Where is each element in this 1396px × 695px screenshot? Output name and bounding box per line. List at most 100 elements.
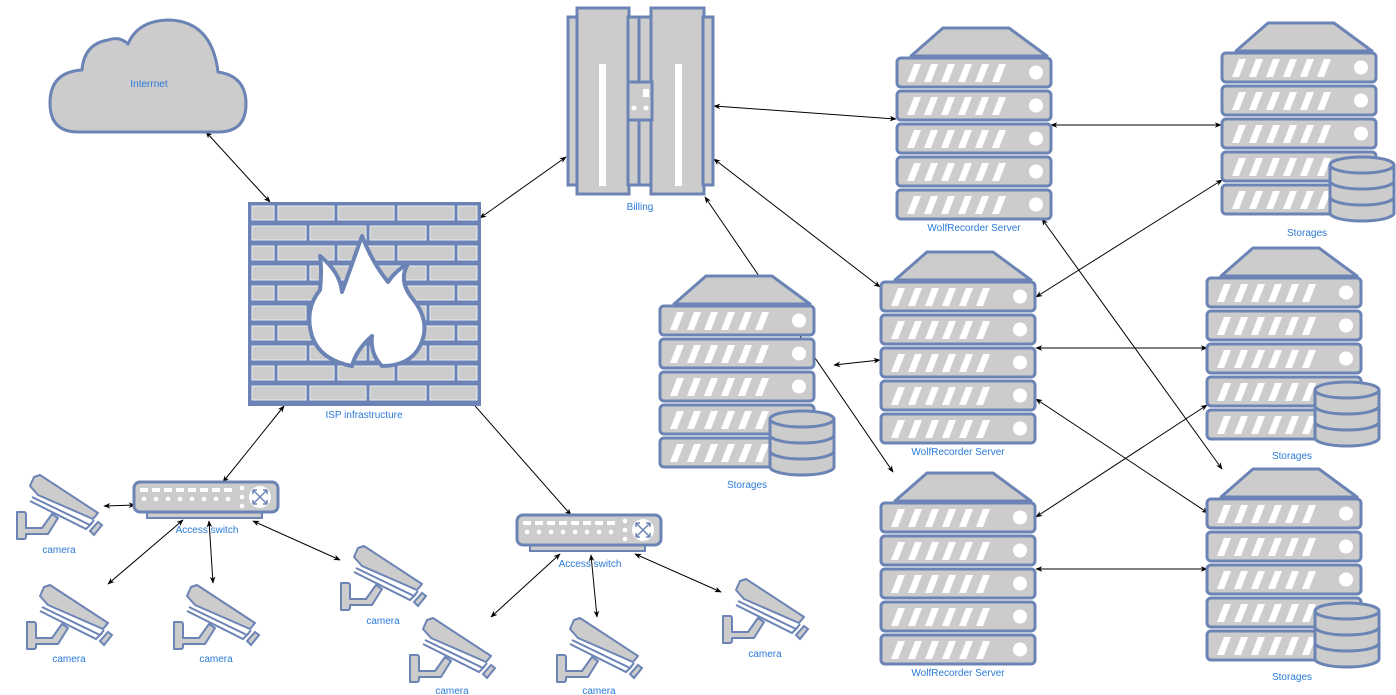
cctv-camera-icon bbox=[26, 584, 113, 650]
edge-server2-storage0 bbox=[833, 357, 881, 368]
node-server3[interactable]: WolfRecorder Server bbox=[881, 473, 1035, 679]
cctv-camera-icon bbox=[409, 617, 496, 683]
server-rack-icon bbox=[881, 252, 1035, 443]
edge-switch1-cam2 bbox=[107, 519, 184, 585]
firewall-icon bbox=[248, 202, 481, 406]
server-rack-icon bbox=[897, 28, 1051, 219]
node-cam3[interactable]: camera bbox=[173, 584, 260, 665]
brick bbox=[369, 385, 427, 401]
node-label: ISP infrastructure bbox=[325, 410, 403, 421]
node-internet[interactable]: Interrnet bbox=[48, 18, 248, 134]
edge-switch2-cam7 bbox=[634, 553, 722, 593]
cctv-camera-icon bbox=[340, 545, 427, 611]
brick bbox=[369, 225, 427, 241]
node-label: WolfRecorder Server bbox=[911, 447, 1005, 458]
node-isp[interactable]: ISP infrastructure bbox=[248, 202, 481, 421]
node-label: Billing bbox=[627, 202, 654, 213]
node-label: Storages bbox=[727, 480, 767, 491]
edge-isp-billing bbox=[479, 156, 567, 219]
storage-icon bbox=[1207, 469, 1381, 669]
node-label: camera bbox=[366, 616, 400, 627]
cctv-camera-icon bbox=[173, 584, 260, 650]
node-label: camera bbox=[748, 649, 782, 660]
edge-switch2-cam5 bbox=[490, 553, 561, 618]
node-cam1[interactable]: camera bbox=[16, 474, 103, 556]
brick bbox=[337, 365, 395, 381]
brick bbox=[397, 245, 455, 261]
brick bbox=[251, 205, 275, 221]
brick bbox=[309, 225, 367, 241]
brick bbox=[429, 265, 478, 281]
mainframe-icon bbox=[566, 6, 715, 196]
edge-isp-switch1 bbox=[222, 405, 285, 483]
brick bbox=[251, 365, 275, 381]
edge-billing-server1 bbox=[713, 103, 897, 122]
brick bbox=[277, 365, 335, 381]
node-label: camera bbox=[52, 654, 86, 665]
node-storage1[interactable]: Storages bbox=[1222, 23, 1396, 239]
brick bbox=[429, 225, 478, 241]
node-label: WolfRecorder Server bbox=[911, 668, 1005, 679]
edge-switch2-cam6 bbox=[588, 554, 600, 618]
edge-switch1-cam1 bbox=[103, 502, 136, 509]
node-cam2[interactable]: camera bbox=[26, 584, 113, 665]
storage-icon bbox=[660, 276, 836, 477]
node-cam6[interactable]: camera bbox=[556, 617, 643, 695]
node-label: Storages bbox=[1272, 451, 1312, 462]
node-label: camera bbox=[42, 545, 76, 556]
brick bbox=[457, 285, 478, 301]
node-billing[interactable]: Billing bbox=[566, 6, 715, 213]
node-cam4[interactable]: camera bbox=[340, 545, 427, 627]
node-server2[interactable]: WolfRecorder Server bbox=[881, 252, 1035, 458]
edge-switch1-cam4 bbox=[252, 520, 341, 561]
switch-icon bbox=[515, 513, 663, 553]
cctv-camera-icon bbox=[722, 578, 809, 644]
node-label: Storages bbox=[1272, 672, 1312, 683]
node-label: WolfRecorder Server bbox=[927, 223, 1021, 234]
node-label: Interrnet bbox=[130, 79, 167, 90]
brick bbox=[457, 205, 478, 221]
node-switch1[interactable]: Access switch bbox=[132, 480, 280, 536]
brick bbox=[277, 245, 335, 261]
node-cam7[interactable]: camera bbox=[722, 578, 809, 660]
switch-icon bbox=[132, 480, 280, 520]
node-label: camera bbox=[582, 686, 616, 695]
node-server1[interactable]: WolfRecorder Server bbox=[897, 28, 1051, 234]
node-switch2[interactable]: Access switch bbox=[515, 513, 663, 570]
node-label: Storages bbox=[1287, 228, 1327, 239]
node-label: Access switch bbox=[176, 525, 239, 536]
node-label: camera bbox=[435, 686, 469, 695]
brick bbox=[251, 385, 307, 401]
brick bbox=[251, 285, 275, 301]
storage-icon bbox=[1207, 248, 1381, 448]
brick bbox=[457, 245, 478, 261]
node-storage0[interactable]: Storages bbox=[660, 276, 836, 491]
brick bbox=[429, 385, 478, 401]
node-storage2[interactable]: Storages bbox=[1207, 248, 1381, 462]
node-label: camera bbox=[199, 654, 233, 665]
brick bbox=[337, 205, 395, 221]
brick bbox=[251, 305, 307, 321]
brick bbox=[397, 365, 455, 381]
brick bbox=[277, 205, 335, 221]
edge-server3-storage2 bbox=[1035, 404, 1208, 518]
brick bbox=[251, 245, 275, 261]
edge-server2-storage1 bbox=[1035, 179, 1223, 298]
brick bbox=[429, 345, 478, 361]
brick bbox=[251, 225, 307, 241]
edge-internet-isp bbox=[205, 131, 271, 203]
brick bbox=[251, 345, 307, 361]
node-cam5[interactable]: camera bbox=[409, 617, 496, 695]
cloud-icon bbox=[48, 18, 248, 134]
brick bbox=[309, 385, 367, 401]
node-storage3[interactable]: Storages bbox=[1207, 469, 1381, 683]
brick bbox=[429, 305, 478, 321]
cctv-camera-icon bbox=[16, 474, 103, 540]
storage-icon bbox=[1222, 23, 1396, 223]
cctv-camera-icon bbox=[556, 617, 643, 683]
brick bbox=[251, 265, 307, 281]
brick bbox=[457, 325, 478, 341]
edge-server1-storage3 bbox=[1041, 218, 1223, 470]
brick bbox=[457, 365, 478, 381]
